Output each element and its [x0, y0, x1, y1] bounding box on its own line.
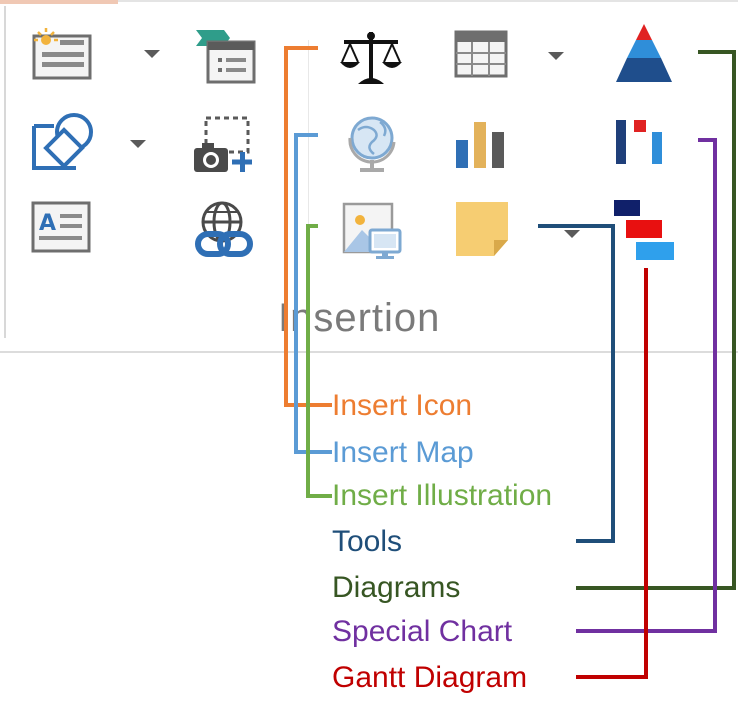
sticky-note-icon[interactable] — [454, 200, 512, 258]
svg-text:A: A — [39, 211, 56, 236]
globe-link-icon[interactable] — [194, 200, 260, 262]
insertion-ribbon-group: A — [0, 0, 738, 353]
pyramid-icon[interactable] — [610, 22, 678, 86]
dropdown-arrow-icon[interactable] — [130, 140, 146, 148]
callout-insert-map: Insert Map — [332, 436, 474, 469]
screenshot-camera-icon[interactable] — [192, 114, 262, 176]
dropdown-arrow-icon[interactable] — [548, 52, 564, 60]
connector-insert-map — [294, 133, 332, 454]
ribbon-group-separator — [308, 40, 309, 300]
table-grid-icon[interactable] — [454, 30, 508, 80]
special-chart-icon[interactable] — [614, 116, 674, 168]
scales-icon[interactable] — [338, 30, 404, 86]
connector-diagrams — [576, 50, 736, 590]
document-sun-icon[interactable] — [30, 26, 98, 82]
callout-insert-icon: Insert Icon — [332, 389, 473, 422]
template-card-icon[interactable] — [194, 24, 260, 86]
callout-tools: Tools — [332, 525, 403, 558]
callout-diagrams: Diagrams — [332, 571, 461, 604]
connector-gantt-diagram — [576, 268, 648, 679]
callout-gantt-diagram: Gantt Diagram — [332, 661, 528, 694]
connector-insert-illustration — [306, 224, 332, 498]
gantt-icon[interactable] — [612, 198, 678, 264]
ribbon-left-separator — [4, 6, 6, 338]
callout-insert-illustration: Insert Illustration — [332, 479, 553, 512]
text-box-icon[interactable]: A — [30, 200, 94, 256]
ribbon-bottom-border — [0, 351, 738, 353]
ribbon-top-accent — [0, 0, 118, 4]
bar-chart-icon[interactable] — [454, 118, 512, 170]
illustration-picture-icon[interactable] — [340, 200, 404, 262]
connector-tools — [538, 224, 615, 543]
globe-icon[interactable] — [344, 112, 404, 174]
callout-special-chart: Special Chart — [332, 615, 513, 648]
group-label-insertion: Insertion — [278, 296, 441, 340]
shapes-icon[interactable] — [30, 112, 100, 174]
dropdown-arrow-icon[interactable] — [144, 50, 160, 58]
dropdown-arrow-icon[interactable] — [564, 230, 580, 238]
ribbon-top-border — [118, 0, 738, 2]
